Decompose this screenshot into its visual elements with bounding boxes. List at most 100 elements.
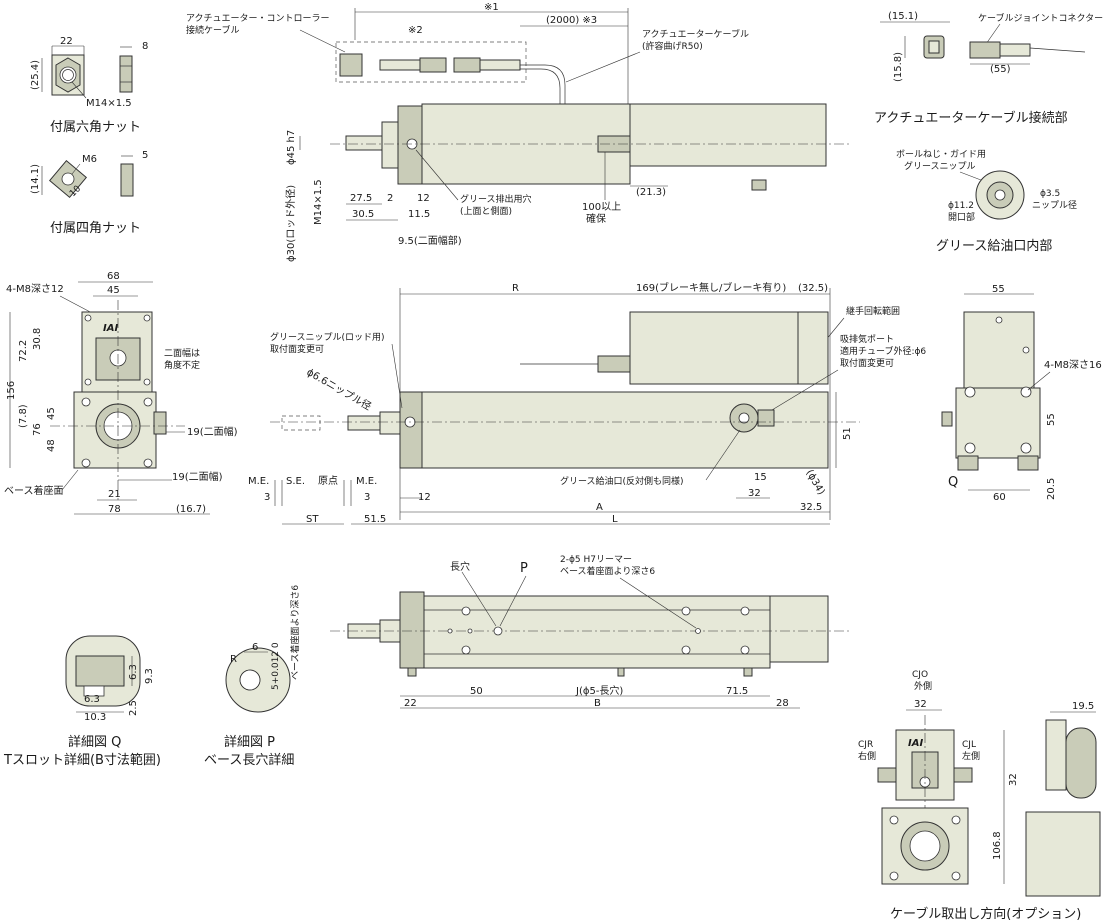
dim-21-3: (21.3) xyxy=(636,187,666,198)
dp-title-2: ベース長穴詳細 xyxy=(204,752,294,768)
bottom-view: 長穴 P 2-ϕ5 H7リーマー ベース着座面より深さ6 22 50 J(ϕ5-… xyxy=(330,555,850,709)
grease-out-1: グリース排出用穴 xyxy=(460,193,532,205)
cable-option-view: CJO 外側 32 CJR 右側 CJL 左側 IAI 32 106.8 19.… xyxy=(858,670,1101,922)
rear-dim-55v: 55 xyxy=(1046,413,1057,426)
side-joint: 継手回転範囲 xyxy=(846,305,900,317)
cj-title: アクチュエーターケーブル接続部 xyxy=(874,110,1068,126)
side-dim-32: 32 xyxy=(748,488,761,499)
bottom-slot: 長穴 xyxy=(450,560,470,573)
hex-nut-dim-22: 22 xyxy=(60,36,73,47)
dq-dim-2-5: 2.5 xyxy=(128,700,139,716)
hex-nut-dim-8: 8 xyxy=(142,41,148,52)
cable-label-1: アクチュエーター・コントローラー xyxy=(186,13,330,24)
top-view: ※1 (2000) ※3 ※2 アクチュエーター・コントローラー 接続ケーブル … xyxy=(186,2,850,262)
square-nut-view: (14.1) M6 10 5 付属四角ナット xyxy=(30,150,148,236)
front-m8: 4-M8深さ12 xyxy=(6,283,64,295)
dp-r: R xyxy=(230,654,237,665)
side-grease-in: グリース給油口(反対側も同様) xyxy=(560,475,684,487)
front-dim-45: 45 xyxy=(107,285,120,296)
side-air-3: 取付面変更可 xyxy=(840,357,894,369)
dim-30-5: 30.5 xyxy=(352,209,374,220)
dq-dim-6-3a: 6.3 xyxy=(128,664,139,680)
side-me1: M.E. xyxy=(248,476,269,487)
side-dim-3b: 3 xyxy=(364,492,370,503)
sq-nut-dim-5: 5 xyxy=(142,150,148,161)
rear-q: Q xyxy=(948,475,958,490)
hex-nut-thread: M14×1.5 xyxy=(86,98,132,109)
dim-27-5: 27.5 xyxy=(350,193,372,204)
side-dim-15: 15 xyxy=(754,472,767,483)
dq-dim-6-3b: 6.3 xyxy=(84,694,100,705)
sq-nut-dim-14-1: (14.1) xyxy=(30,164,41,194)
side-dim-12: 12 xyxy=(418,492,431,503)
rear-m8: 4-M8深さ16 xyxy=(1044,359,1102,371)
rear-dim-60: 60 xyxy=(993,492,1006,503)
cable-joint-view: (15.1) (15.8) ケーブルジョイントコネクター (55) アクチュエー… xyxy=(874,11,1103,126)
dim-rod-30: ϕ30(ロッド外径) xyxy=(284,185,297,262)
front-view: 68 45 4-M8深さ12 IAI 二面幅は 角度不定 156 72.2 30… xyxy=(4,271,238,515)
bottom-b: B xyxy=(594,698,601,709)
front-dim-19b: 19(二面幅) xyxy=(172,470,223,483)
rear-dim-20-5: 20.5 xyxy=(1046,478,1057,500)
bottom-dim-71-5: 71.5 xyxy=(726,686,748,697)
front-flat-2: 角度不定 xyxy=(164,359,200,371)
opt-cjl-2: 左側 xyxy=(962,750,980,762)
dim-9-5: 9.5(二面幅部) xyxy=(398,234,462,247)
detail-q-view: 6.3 9.3 6.3 2.5 10.3 詳細図 Q Tスロット詳細(B寸法範囲… xyxy=(3,635,161,768)
dim-100-1: 100以上 xyxy=(582,201,621,213)
side-air-2: 適用チューブ外径:ϕ6 xyxy=(840,345,926,357)
side-l: L xyxy=(612,514,618,525)
opt-cjr-1: CJR xyxy=(858,740,873,750)
front-dim-7-8: (7.8) xyxy=(18,404,29,428)
sq-nut-title: 付属四角ナット xyxy=(50,221,141,236)
gp-d11-2b: 開口部 xyxy=(948,211,975,223)
dim-12: 12 xyxy=(417,193,430,204)
front-dim-156: 156 xyxy=(6,381,17,400)
bottom-dim-22: 22 xyxy=(404,698,417,709)
front-dim-72-2: 72.2 xyxy=(18,340,29,362)
side-dim-169: 169(ブレーキ無し/ブレーキ有り) xyxy=(636,281,786,294)
front-dim-19a: 19(二面幅) xyxy=(187,425,238,438)
dim-45h7: ϕ45 h7 xyxy=(286,130,297,165)
side-dim-34: (ϕ34) xyxy=(803,468,826,497)
opt-cjr-2: 右側 xyxy=(858,750,876,762)
dim-11-5: 11.5 xyxy=(408,209,430,220)
opt-dim-19-5: 19.5 xyxy=(1072,701,1094,712)
cj-dim-55: (55) xyxy=(990,64,1011,75)
dq-title-2: Tスロット詳細(B寸法範囲) xyxy=(3,752,161,768)
hex-nut-title: 付属六角ナット xyxy=(50,120,141,135)
grease-port-view: ボールねじ・ガイド用 グリースニップル ϕ11.2 開口部 ϕ3.5 ニップル径… xyxy=(896,149,1077,254)
side-nipple-1: グリースニップル(ロッド用) xyxy=(270,331,385,343)
gp-title: グリース給油口内部 xyxy=(936,238,1052,254)
dp-depth: ベース着座面より深さ6 xyxy=(289,585,301,680)
side-dim-51-5: 51.5 xyxy=(364,514,386,525)
side-me2: M.E. xyxy=(356,476,377,487)
front-dim-78: 78 xyxy=(108,504,121,515)
grease-out-2: (上面と側面) xyxy=(460,205,512,217)
opt-dim-32a: 32 xyxy=(914,699,927,710)
bottom-j: J(ϕ5-長穴) xyxy=(575,684,623,697)
cj-dim-15-1: (15.1) xyxy=(888,11,918,22)
detail-p-view: R 6 5+0.012 0 ベース着座面より深さ6 詳細図 P ベース長穴詳細 xyxy=(204,585,301,768)
front-dim-21: 21 xyxy=(108,489,121,500)
dp-tol: 5+0.012 0 xyxy=(271,642,281,690)
side-st: ST xyxy=(306,514,319,525)
bottom-ream-2: ベース着座面より深さ6 xyxy=(560,565,655,577)
hex-nut-dim-25-4: (25.4) xyxy=(30,60,41,90)
dp-dim-6: 6 xyxy=(252,642,258,653)
front-dim-48: 48 xyxy=(46,439,57,452)
cj-connector: ケーブルジョイントコネクター xyxy=(978,12,1103,24)
side-r: R xyxy=(512,283,519,294)
dq-dim-9-3: 9.3 xyxy=(144,668,155,684)
opt-dim-106-8: 106.8 xyxy=(992,831,1003,860)
opt-dim-32b: 32 xyxy=(1008,773,1019,786)
side-dim-3a: 3 xyxy=(264,492,270,503)
gp-label-2: グリースニップル xyxy=(904,160,976,172)
ref-3: (2000) ※3 xyxy=(546,15,597,26)
front-dim-30-8: 30.8 xyxy=(32,328,43,350)
front-dim-76: 76 xyxy=(32,423,43,436)
side-dim-32-5b: 32.5 xyxy=(800,502,822,513)
opt-iai-logo: IAI xyxy=(908,738,923,749)
front-dim-45v: 45 xyxy=(46,407,57,420)
